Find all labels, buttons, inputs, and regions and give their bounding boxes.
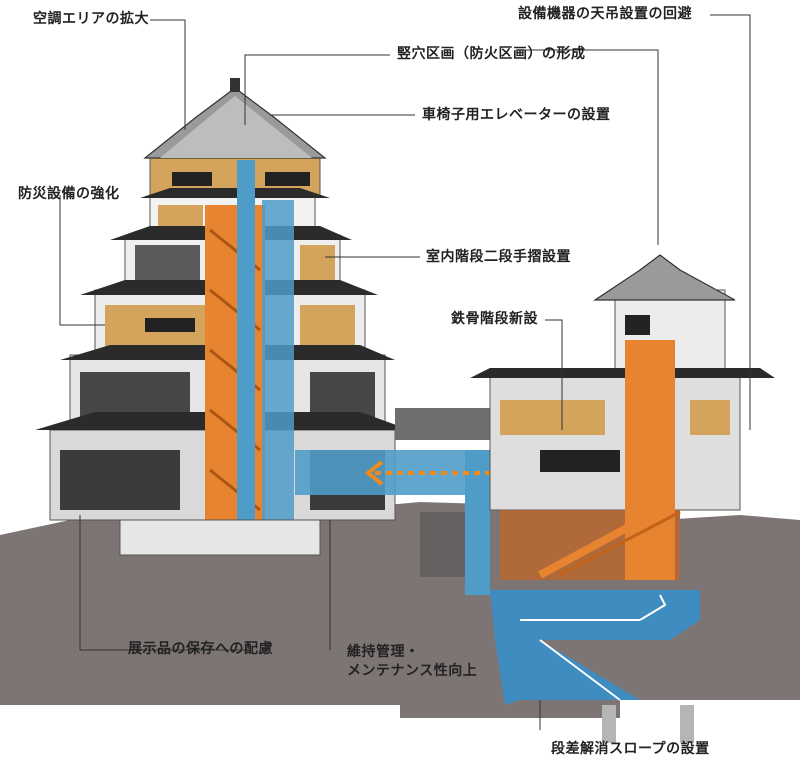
label-maintenance-line1: 維持管理・ (347, 644, 420, 660)
label-aircon-expansion: 空調エリアの拡大 (33, 11, 149, 27)
stair-shaft-turret (625, 340, 675, 580)
small-turret (470, 254, 775, 580)
label-vertical-shaft: 竪穴区画（防火区画）の形成 (397, 46, 586, 62)
label-fire-prevention: 防災設備の強化 (18, 186, 120, 202)
accessible-ramp (490, 590, 700, 743)
label-equipment: 設備機器の天吊設置の回避 (518, 6, 692, 22)
leader-lines (59, 14, 751, 730)
elevator-shaft (237, 160, 255, 555)
connector-corridor (295, 408, 526, 595)
label-slope: 段差解消スロープの設置 (551, 741, 710, 757)
label-wheelchair-elevator: 車椅子用エレベーターの設置 (422, 107, 611, 123)
label-exhibits: 展示品の保存への配慮 (128, 641, 273, 657)
label-handrail: 室内階段二段手摺設置 (426, 249, 571, 265)
label-steel-stairs: 鉄骨階段新設 (451, 311, 538, 327)
label-maintenance-line2: メンテナンス性向上 (347, 663, 478, 679)
stair-shaft-main (205, 205, 265, 550)
